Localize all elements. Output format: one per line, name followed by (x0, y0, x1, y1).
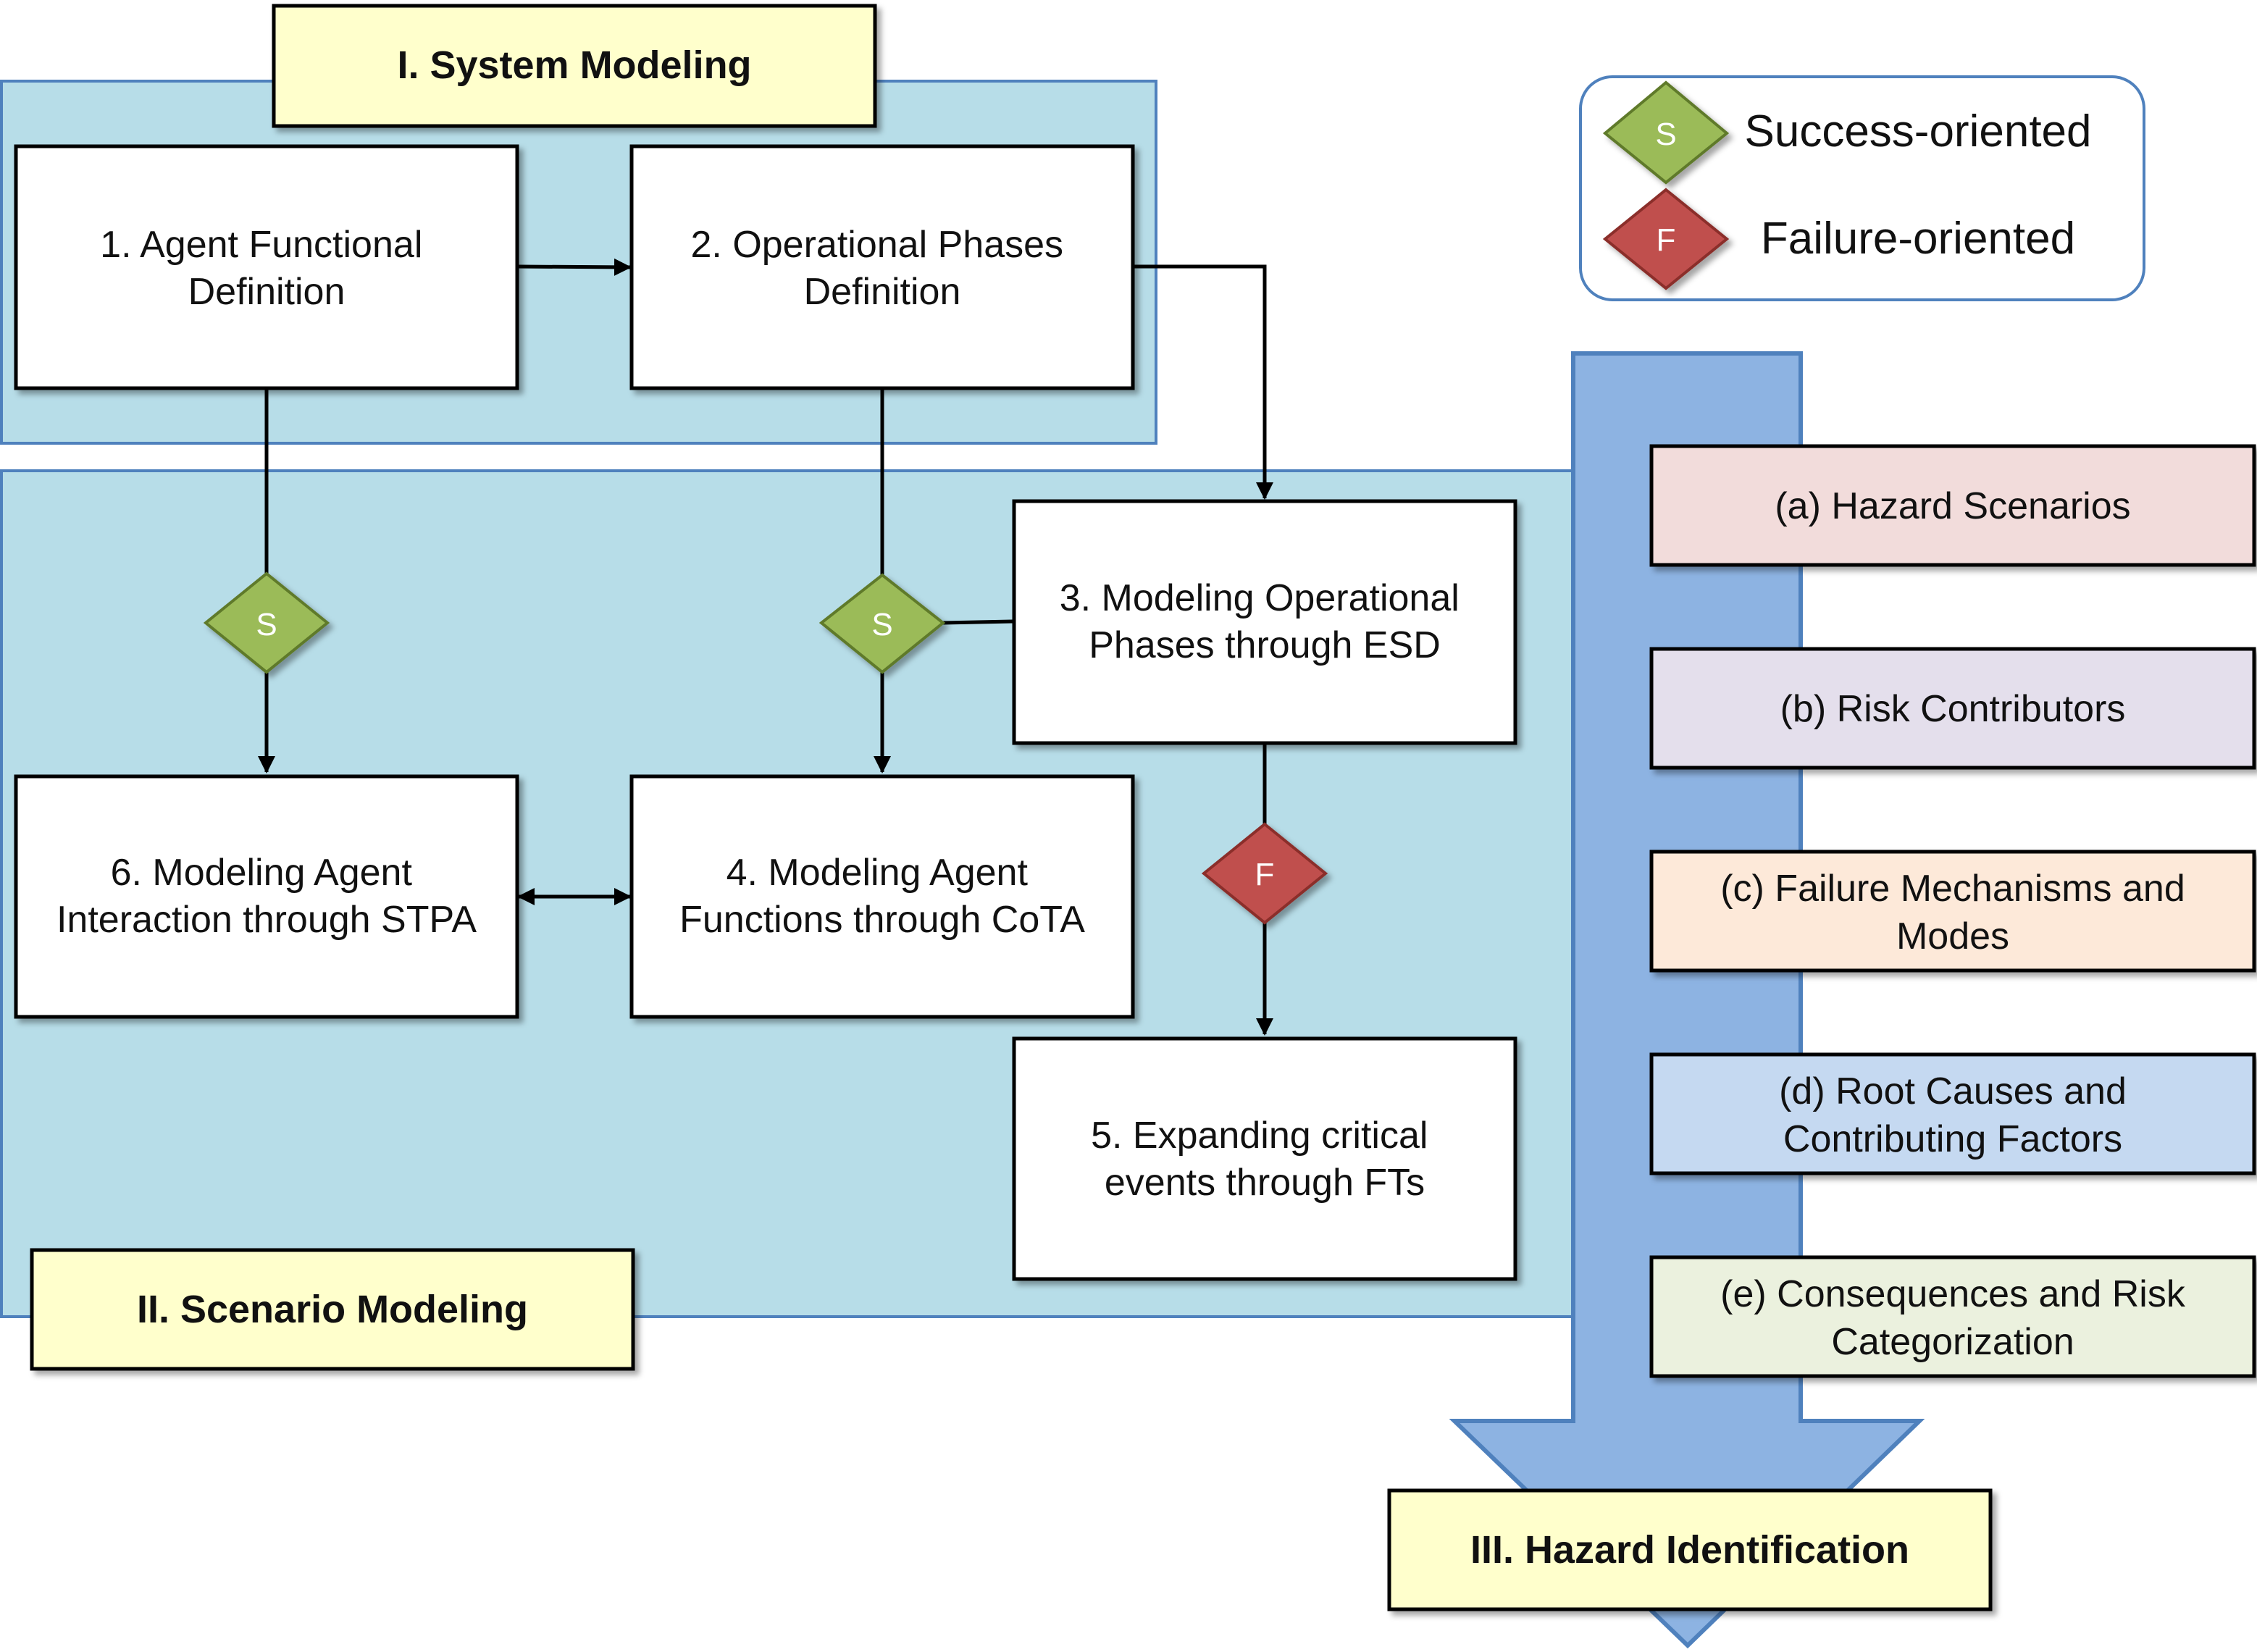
step-1-box: 1. Agent Functional Definition (14, 144, 519, 390)
svg-text:S: S (256, 607, 277, 642)
step-3-line-1: 3. Modeling Operational (1060, 577, 1460, 619)
connectors (258, 258, 1273, 1036)
output-box-line: (a) Hazard Scenarios (1775, 485, 2130, 527)
output-box-bg (1649, 850, 2256, 973)
svg-text:III. Hazard Identification: III. Hazard Identification (1470, 1528, 1909, 1572)
svg-text:1. Agent Functional Defi: 1. Agent Functional Definition (100, 224, 433, 313)
legend-failure-diamond: F (1602, 188, 1730, 290)
step-2-line-2: Definition (804, 271, 961, 313)
svg-text:S: S (871, 607, 892, 642)
step-6-line-2: Interaction through STPA (56, 899, 477, 941)
step-6-line-1: 6. Modeling Agent (111, 852, 413, 894)
legend-success-diamond: S (1602, 80, 1730, 185)
step-5-line-1: 5. Expanding critical (1091, 1115, 1428, 1157)
step-4-line-1: 4. Modeling Agent (726, 852, 1029, 894)
success-diamond-left: S (203, 571, 330, 674)
connector-2-to-3 (1134, 264, 1273, 500)
output-box-line: Modes (1896, 915, 2009, 957)
hazard-identification-label: III. Hazard Identification (1387, 1488, 1993, 1611)
svg-text:5. Expanding critical ev: 5. Expanding critical events through FTs (1091, 1115, 1439, 1204)
output-box-bg (1649, 1052, 2256, 1175)
success-diamond-middle: S (818, 573, 946, 674)
output-boxes: (a) Hazard Scenarios (b) Risk Contributor… (1649, 444, 2256, 1378)
output-box-text: (b) Risk Contributors (1780, 688, 2126, 730)
step-2-line-1: 2. Operational Phases (691, 224, 1064, 266)
output-box-hazard-scenarios: (a) Hazard Scenarios (1649, 444, 2256, 567)
step-2-box: 2. Operational Phases Definition (629, 144, 1135, 390)
svg-text:II. Scenario Modeling: II. Scenario Modeling (137, 1288, 528, 1331)
svg-text:I. System Modeling: I. System Modeling (397, 43, 751, 87)
svg-text:4. Modeling Agent Functi: 4. Modeling Agent Functions through CoTA (679, 852, 1085, 941)
step-6-box: 6. Modeling Agent Interaction through ST… (14, 774, 519, 1019)
step-5-line-2: events through FTs (1105, 1162, 1425, 1204)
step-4-box: 4. Modeling Agent Functions through CoTA (629, 774, 1135, 1019)
output-box-line: (c) Failure Mechanisms and (1720, 868, 2185, 910)
output-box-line: (b) Risk Contributors (1780, 688, 2126, 730)
output-box-bg (1649, 647, 2256, 770)
output-box-bg (1649, 1255, 2256, 1378)
step-3-box: 3. Modeling Operational Phases through E… (1012, 499, 1517, 745)
legend-success-label: Success-oriented (1744, 106, 2091, 156)
svg-text:3. Modeling Operational: 3. Modeling Operational Phases through E… (1060, 577, 1470, 666)
step-3-line-2: Phases through ESD (1089, 624, 1441, 666)
legend-failure-label: Failure-oriented (1761, 214, 2075, 264)
step-1-line-2: Definition (188, 271, 346, 313)
connector-3-to-s (942, 619, 1015, 625)
system-modeling-label: I. System Modeling (272, 4, 877, 128)
scenario-modeling-label: II. Scenario Modeling (30, 1248, 635, 1371)
step-4-line-2: Functions through CoTA (679, 899, 1085, 941)
svg-text:F: F (1255, 857, 1275, 892)
failure-diamond: F (1201, 822, 1328, 925)
output-box-line: Contributing Factors (1783, 1118, 2122, 1160)
svg-text:2. Operational Phases De: 2. Operational Phases Definition (691, 224, 1074, 313)
svg-text:S: S (1655, 117, 1676, 152)
output-box-bg (1649, 444, 2256, 567)
svg-text:F: F (1657, 222, 1676, 258)
output-box-line: Categorization (1831, 1321, 2074, 1363)
svg-text:6. Modeling Agent Intera: 6. Modeling Agent Interaction through ST… (56, 852, 477, 941)
step-5-box: 5. Expanding critical events through FTs (1012, 1036, 1517, 1281)
step-1-line-1: 1. Agent Functional (100, 224, 422, 266)
output-box-line: (e) Consequences and Risk (1720, 1273, 2186, 1315)
legend: S Success-oriented F Failure-oriented (1579, 75, 2145, 301)
output-box-risk-contributors: (b) Risk Contributors (1649, 647, 2256, 770)
output-box-text: (a) Hazard Scenarios (1775, 485, 2130, 527)
output-box-line: (d) Root Causes and (1779, 1070, 2127, 1112)
